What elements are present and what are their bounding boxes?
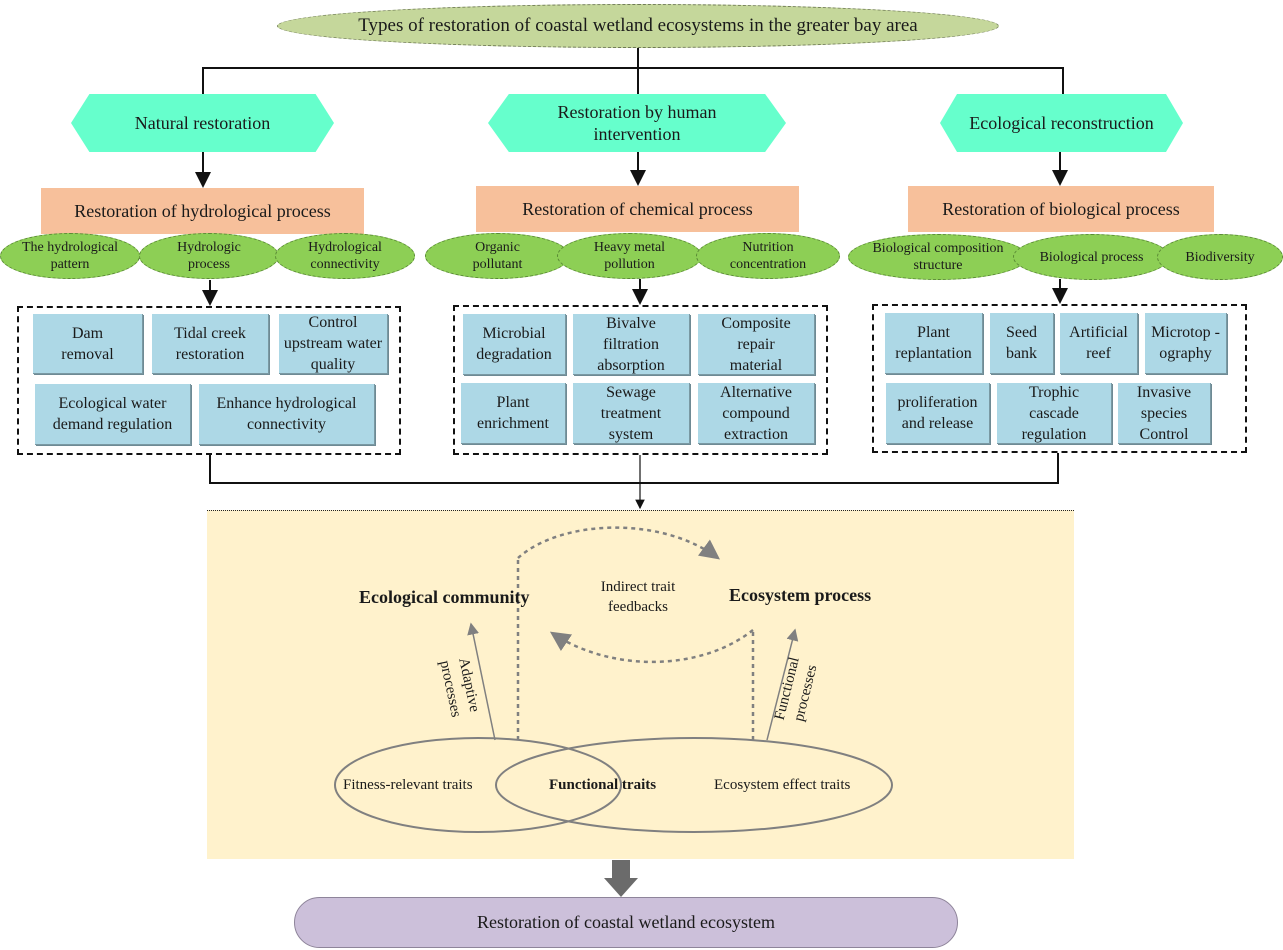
measure-label: Trophic cascade regulation (1021, 383, 1087, 443)
measure-cell: Alternative compound extraction (698, 383, 815, 444)
aspect-label: The hydrological pattern (21, 240, 119, 272)
aspect-label: Biological composition structure (872, 241, 1004, 273)
process-label: Restoration of hydrological process (74, 200, 331, 221)
measure-label: Sewage treatment system (600, 383, 662, 443)
aspect-oval: Biological process (1013, 234, 1170, 280)
title-branch-line (202, 67, 1064, 94)
measures-group-hydrological (17, 306, 401, 455)
measure-cell: Artificial reef (1060, 313, 1138, 374)
process-chemical: Restoration of chemical process (476, 186, 799, 232)
measure-label: Tidal creek restoration (174, 324, 246, 363)
measure-label: Microtop -ography (1151, 324, 1220, 362)
ecological-community-label: Ecological community (359, 587, 530, 607)
measure-label: Alternative compound extraction (720, 383, 792, 443)
aspect-oval: Hydrological connectivity (275, 233, 415, 279)
process-label: Restoration of chemical process (522, 198, 753, 219)
measure-cell: Dam removal (33, 314, 143, 374)
aspect-label: Nutrition concentration (729, 240, 807, 272)
aspect-label: Biodiversity (1185, 249, 1255, 265)
aspect-oval: Biological composition structure (848, 234, 1028, 280)
type-label: Restoration by human intervention (557, 102, 717, 144)
measure-cell: Microbial degradation (463, 314, 566, 375)
measure-label: Plant replantation (895, 324, 972, 362)
measure-cell: Composite repair material (698, 314, 815, 375)
ecosystem-process-label: Ecosystem process (729, 585, 872, 605)
aspect-oval: Hydrologic process (139, 233, 279, 279)
process-biological: Restoration of biological process (908, 186, 1214, 232)
measure-label: Dam removal (61, 324, 114, 363)
measure-cell: Trophic cascade regulation (997, 383, 1112, 444)
type-label: Natural restoration (134, 113, 271, 133)
measures-group-chemical (453, 305, 828, 455)
measure-label: Bivalve filtration absorption (597, 314, 665, 374)
measures-group-biological (872, 304, 1247, 453)
aspect-oval: The hydrological pattern (0, 233, 140, 279)
type-human-intervention: Restoration by human intervention (488, 94, 786, 152)
type-ecological-reconstruction: Ecological reconstruction (940, 94, 1183, 152)
measure-cell: Invasive species Control (1118, 383, 1211, 444)
indirect-feedback-label: Indirect trait feedbacks (578, 577, 698, 617)
aspect-oval: Nutrition concentration (696, 233, 840, 279)
aspect-label: Heavy metal pollution (593, 240, 666, 272)
measure-label: Enhance hydrological connectivity (216, 395, 357, 433)
measure-label: Composite repair material (721, 314, 791, 374)
measure-label: Control upstream water quality (283, 314, 383, 373)
aspect-oval: Organic pollutant (425, 233, 570, 279)
measure-label: Microbial degradation (476, 325, 552, 363)
measure-cell: Plant replantation (885, 313, 983, 374)
aspect-oval: Heavy metal pollution (557, 233, 702, 279)
measure-cell: Plant enrichment (461, 383, 566, 444)
aspect-oval: Biodiversity (1157, 234, 1283, 280)
type-label: Ecological reconstruction (969, 113, 1154, 133)
outcome-box: Restoration of coastal wetland ecosystem (294, 897, 958, 948)
fitness-traits-label: Fitness-relevant traits (343, 777, 473, 793)
down-arrow-icon (604, 860, 638, 897)
measure-cell: Sewage treatment system (573, 383, 690, 444)
measure-label: Ecological water demand regulation (52, 395, 173, 433)
type-natural-restoration: Natural restoration (71, 94, 334, 152)
aspect-label: Biological process (1039, 249, 1144, 265)
measure-cell: Bivalve filtration absorption (573, 314, 690, 375)
outcome-label: Restoration of coastal wetland ecosystem (477, 912, 775, 932)
process-hydrological: Restoration of hydrological process (41, 188, 364, 234)
measure-label: proliferation and release (897, 394, 978, 432)
title-ellipse: Types of restoration of coastal wetland … (277, 4, 999, 48)
indirect-feedback-text: Indirect trait feedbacks (600, 579, 676, 615)
trait-framework-panel (207, 510, 1074, 859)
measure-label: Seed bank (1005, 324, 1038, 362)
process-label: Restoration of biological process (942, 198, 1180, 219)
measure-label: Plant enrichment (477, 394, 549, 432)
aspect-label: Hydrological connectivity (308, 240, 382, 272)
measure-cell: Microtop -ography (1145, 313, 1227, 374)
measure-cell: proliferation and release (886, 383, 990, 444)
functional-traits-label: Functional traits (549, 777, 657, 793)
measure-cell: Enhance hydrological connectivity (199, 384, 375, 445)
effect-traits-label: Ecosystem effect traits (714, 777, 851, 793)
measure-label: Invasive species Control (1136, 383, 1192, 443)
measure-cell: Tidal creek restoration (152, 314, 269, 374)
measure-cell: Control upstream water quality (279, 314, 388, 374)
aspect-label: Hydrologic process (177, 240, 241, 272)
measure-label: Artificial reef (1069, 324, 1128, 362)
measure-cell: Seed bank (990, 313, 1054, 374)
merge-line (209, 453, 1059, 484)
diagram-title: Types of restoration of coastal wetland … (358, 15, 918, 36)
measure-cell: Ecological water demand regulation (35, 384, 191, 445)
aspect-label: Organic pollutant (472, 240, 523, 272)
